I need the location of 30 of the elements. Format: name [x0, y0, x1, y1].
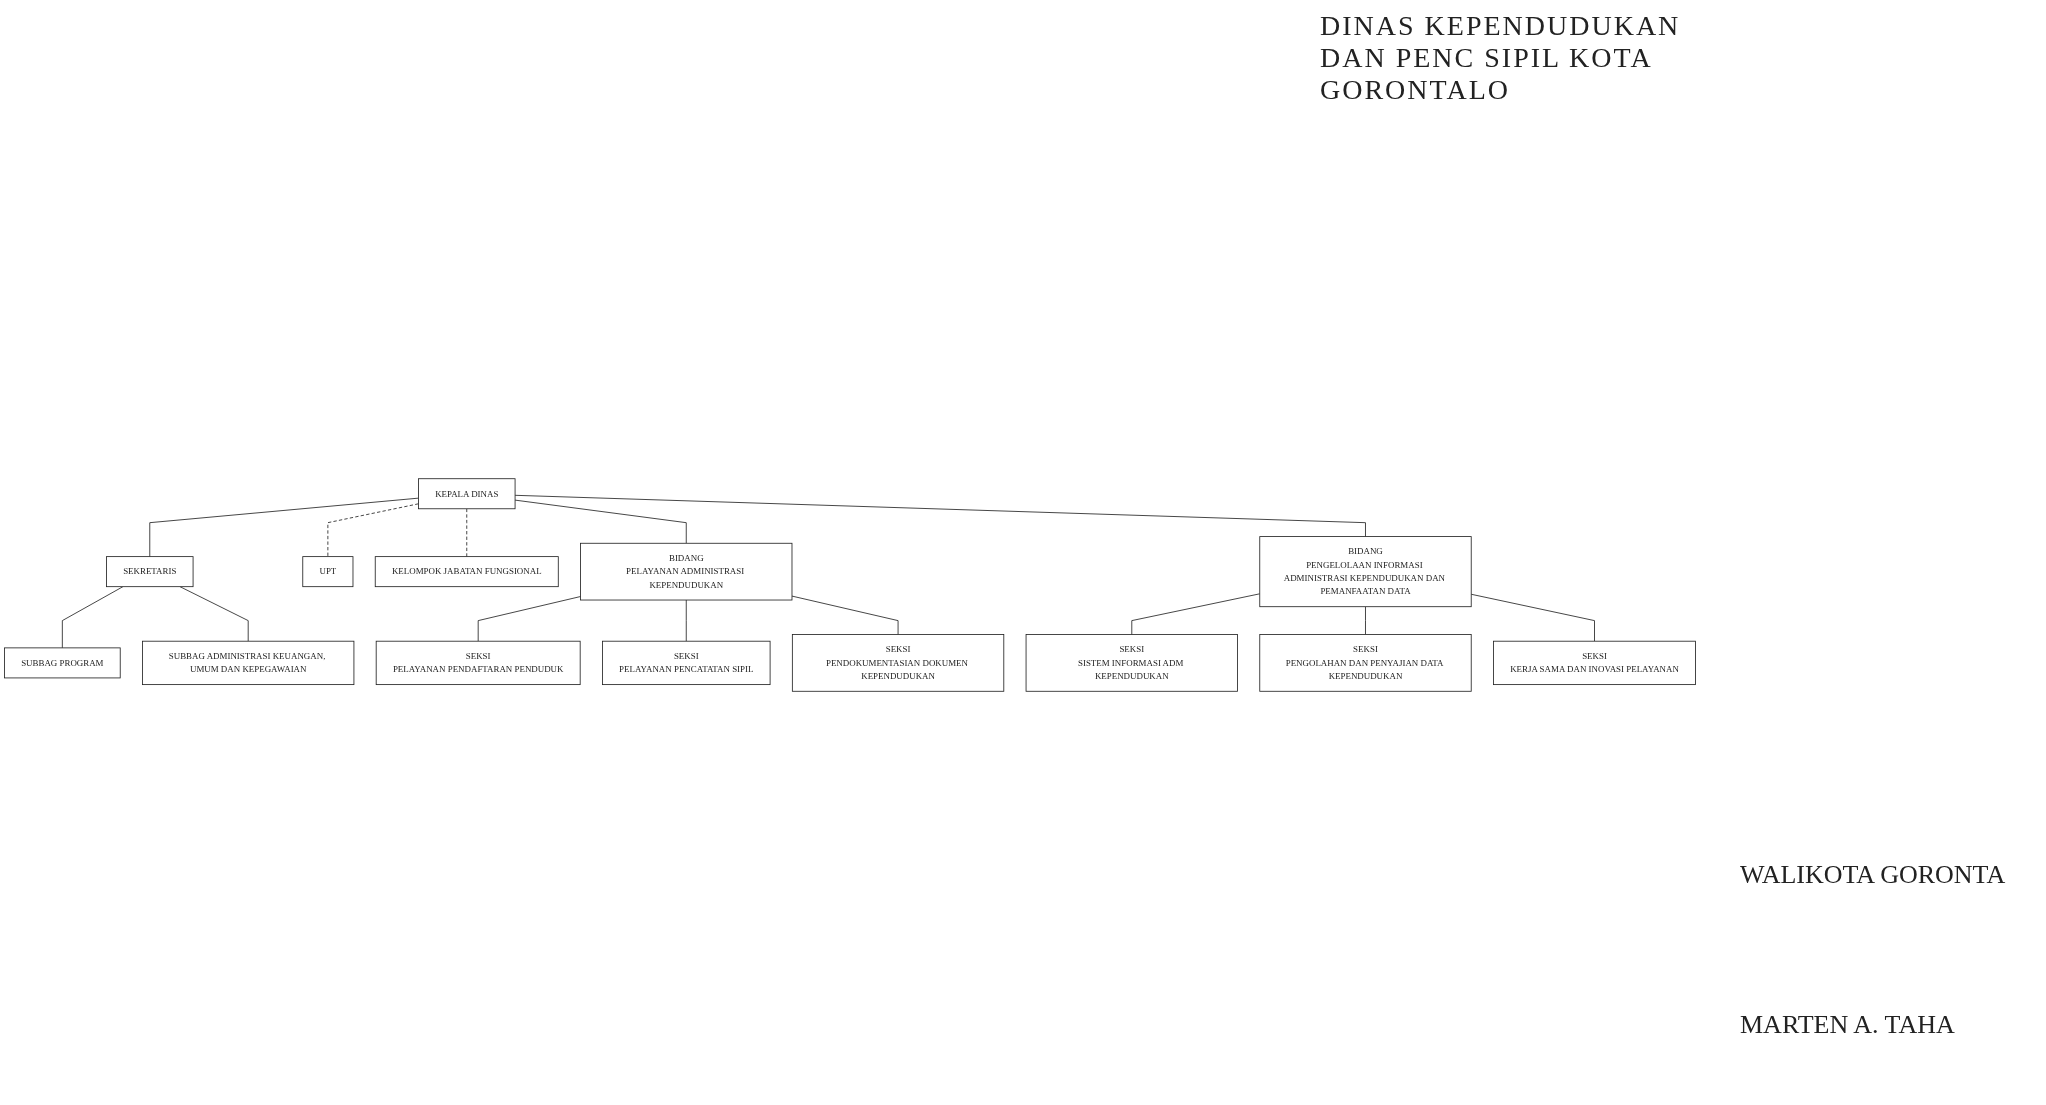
connector	[1470, 593, 1595, 642]
node-box: SEKSI PENGOLAHAN DAN PENYAJIAN DATA KEPENDUDUKAN	[1259, 634, 1472, 692]
node-box: BIDANG PENGELOLAAN INFORMASI ADMINISTRASI KEPENDUDUKAN DAN PEMANFAATAN DATA	[1259, 536, 1472, 608]
connector	[149, 497, 419, 558]
node-box: SEKSI KERJA SAMA DAN INOVASI PELAYANAN	[1493, 640, 1696, 685]
connector	[791, 595, 899, 635]
connector	[61, 586, 124, 649]
connector	[179, 586, 249, 642]
node-box: SEKRETARIS	[106, 556, 194, 588]
node-box: SEKSI PENDOKUMENTASIAN DOKUMEN KEPENDUDUKAN	[791, 634, 1005, 692]
node-box: BIDANG PELAYANAN ADMINISTRASI KEPENDUDUKAN	[580, 542, 793, 601]
connector	[1365, 606, 1366, 635]
node-box: SUBBAG ADMINISTRASI KEUANGAN, UMUM DAN KEPEGAWAIAN	[142, 640, 355, 685]
node-box: SEKSI PELAYANAN PENCATATAN SIPIL	[602, 640, 771, 685]
node-box: SEKSI SISTEM INFORMASI ADM KEPENDUDUKAN	[1025, 634, 1238, 692]
node-box: KEPALA DINAS	[418, 478, 516, 510]
node-box: UPT	[302, 556, 354, 588]
connector	[466, 508, 468, 558]
connector	[514, 499, 687, 544]
connector	[685, 599, 687, 642]
connector	[477, 596, 581, 642]
diagram-title: DINAS KEPENDUDUKAN DAN PENC SIPIL KOTA GORONTALO	[1320, 10, 1682, 106]
connector	[327, 503, 419, 558]
connector	[1131, 593, 1261, 635]
signature-text: WALIKOTA GORONTA	[1740, 860, 2006, 890]
signature-text: MARTEN A. TAHA	[1740, 1010, 1956, 1040]
connector	[514, 494, 1366, 537]
node-box: SEKSI PELAYANAN PENDAFTARAN PENDUDUK	[375, 640, 581, 685]
node-box: SUBBAG PROGRAM	[4, 647, 121, 679]
node-box: KELOMPOK JABATAN FUNGSIONAL	[374, 556, 559, 588]
